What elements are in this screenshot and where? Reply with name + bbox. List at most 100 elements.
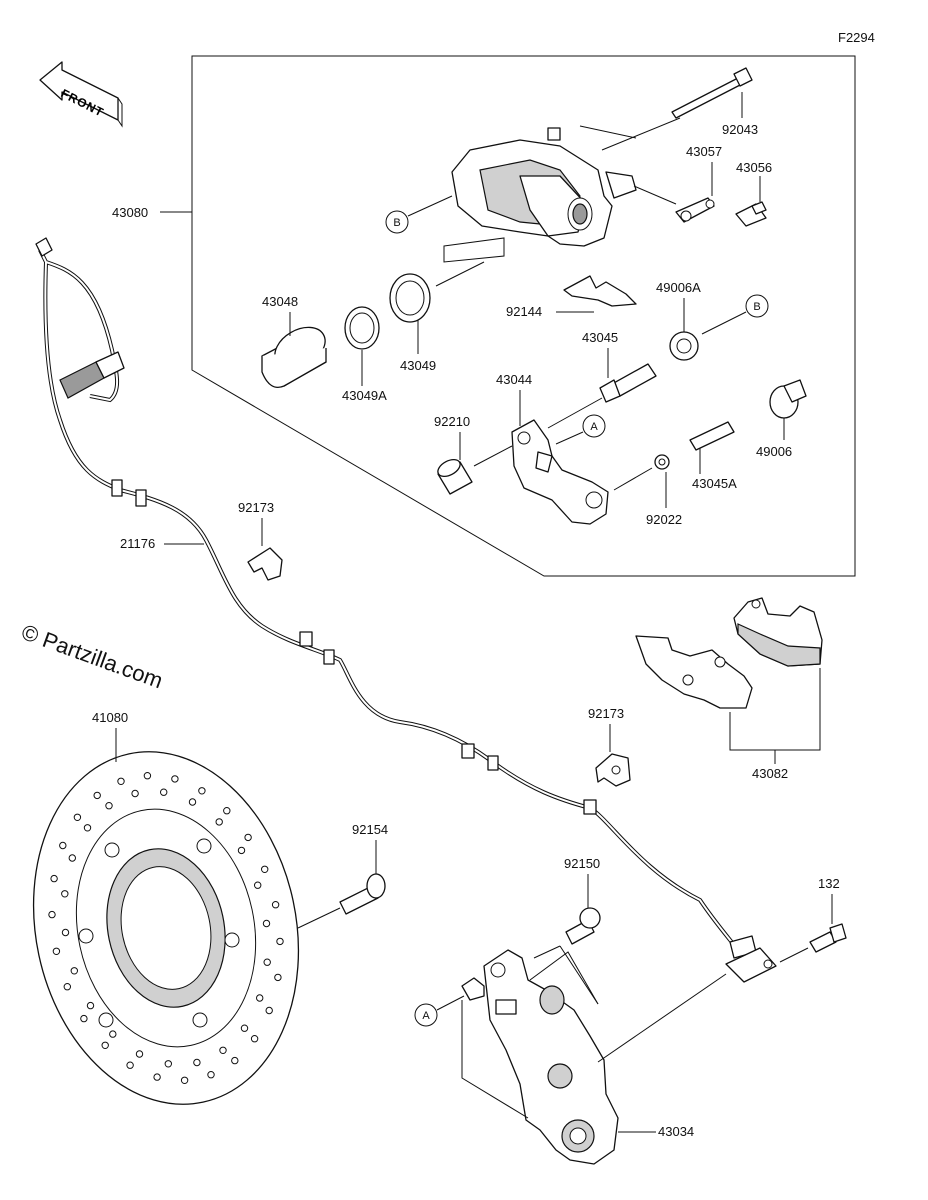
callout-b-upper: B [393, 217, 400, 229]
disc-vent-hole [223, 807, 231, 815]
part-21176-abs-harness [35, 237, 777, 983]
callout-b-right: B [753, 301, 760, 313]
part-43034-bracket [461, 949, 619, 1165]
disc-vent-hole [263, 958, 271, 966]
disc-vent-hole [63, 983, 72, 991]
part-92022-washer [654, 454, 670, 470]
label-43057: 43057 [686, 144, 722, 159]
part-43049-seal [389, 273, 431, 323]
part-92043-pin [671, 67, 753, 119]
disc-vent-hole [50, 874, 58, 883]
callout-a-lower: A [422, 1010, 430, 1022]
label-43082: 43082 [752, 766, 788, 781]
caliper-assembly-box [191, 55, 856, 577]
disc-vent-hole [207, 1071, 215, 1079]
watermark: © Partzilla.com [18, 619, 166, 693]
label-41080: 41080 [92, 710, 128, 725]
disc-vent-hole [83, 824, 92, 832]
label-92150: 92150 [564, 856, 600, 871]
disc-vent-hole [48, 910, 56, 919]
disc-vent-hole [244, 833, 252, 842]
disc-vent-hole [254, 881, 262, 889]
part-92210-sleeve [437, 458, 473, 495]
label-92154: 92154 [352, 822, 388, 837]
disc-vent-hole [105, 802, 113, 810]
part-92173-clamp-upper [247, 547, 283, 581]
disc-vent-hole [274, 973, 282, 982]
disc-vent-hole [59, 841, 67, 850]
disc-vent-hole [68, 854, 77, 862]
disc-vent-hole [231, 1056, 239, 1065]
label-43080: 43080 [112, 205, 148, 220]
disc-vent-hole [164, 1060, 173, 1068]
part-132-bolt [809, 923, 847, 953]
disc-vent-hole [188, 798, 197, 806]
label-92210: 92210 [434, 414, 470, 429]
label-43044: 43044 [496, 372, 532, 387]
part-92173-clamp-lower [595, 753, 631, 787]
label-43045: 43045 [582, 330, 618, 345]
part-49006a-boot [669, 331, 699, 361]
disc-vent-hole [126, 1061, 134, 1069]
disc-vent-hole [265, 1006, 273, 1015]
label-92043: 92043 [722, 122, 758, 137]
disc-vent-hole [143, 772, 152, 780]
disc-vent-hole [160, 788, 168, 796]
label-43034: 43034 [658, 1124, 694, 1139]
label-49006a: 49006A [656, 280, 701, 295]
part-43048-piston [261, 326, 327, 389]
part-43044-bracket [511, 419, 609, 525]
part-41080-brake-disc [32, 751, 300, 1105]
label-21176: 21176 [120, 536, 155, 551]
disc-vent-hole [153, 1073, 161, 1081]
part-43045-pin [599, 363, 657, 403]
disc-vent-hole [86, 1001, 95, 1010]
disc-vent-hole [61, 928, 70, 937]
label-92022: 92022 [646, 512, 682, 527]
disc-vent-hole [237, 846, 246, 855]
part-92144-spring [563, 275, 637, 307]
part-49006-boot [769, 379, 807, 419]
label-43045a: 43045A [692, 476, 737, 491]
label-92173-upper: 92173 [238, 500, 274, 515]
disc-vent-hole [276, 937, 284, 946]
disc-vent-hole [52, 947, 61, 955]
part-43049a-seal [344, 306, 380, 350]
disc-vent-hole [109, 1030, 117, 1038]
disc-vent-hole [73, 813, 82, 821]
disc-vent-hole [93, 791, 101, 800]
disc-vent-hole [198, 787, 206, 795]
disc-vent-hole [219, 1046, 227, 1055]
part-43082-pads [635, 597, 823, 709]
disc-vent-hole [171, 775, 179, 783]
part-43045a-pin [689, 421, 735, 451]
disc-vent-hole [256, 994, 264, 1002]
disc-vent-hole [70, 967, 79, 975]
label-92144: 92144 [506, 304, 542, 319]
label-43049: 43049 [400, 358, 436, 373]
disc-vent-hole [80, 1014, 88, 1023]
part-43057 [675, 197, 715, 223]
part-92150-bolt [565, 907, 601, 945]
label-43048: 43048 [262, 294, 298, 309]
disc-vent-hole [271, 901, 280, 909]
part-43056 [735, 201, 767, 227]
disc-vent-hole [262, 919, 271, 928]
disc-vent-hole [250, 1035, 259, 1043]
part-caliper-body [451, 127, 637, 247]
label-92173-lower: 92173 [588, 706, 624, 721]
disc-vent-hole [131, 789, 139, 798]
label-43056: 43056 [736, 160, 772, 175]
disc-vent-hole [135, 1050, 144, 1058]
disc-vent-hole [261, 865, 269, 873]
label-49006: 49006 [756, 444, 792, 459]
disc-vent-hole [117, 777, 125, 785]
disc-vent-hole [61, 890, 69, 898]
callout-a-upper: A [590, 421, 598, 433]
label-43049a: 43049A [342, 388, 387, 403]
label-132: 132 [818, 876, 840, 891]
front-arrow-icon: FRONT [39, 61, 123, 128]
disc-vent-hole [193, 1058, 201, 1067]
part-92154-bolt [339, 873, 386, 915]
